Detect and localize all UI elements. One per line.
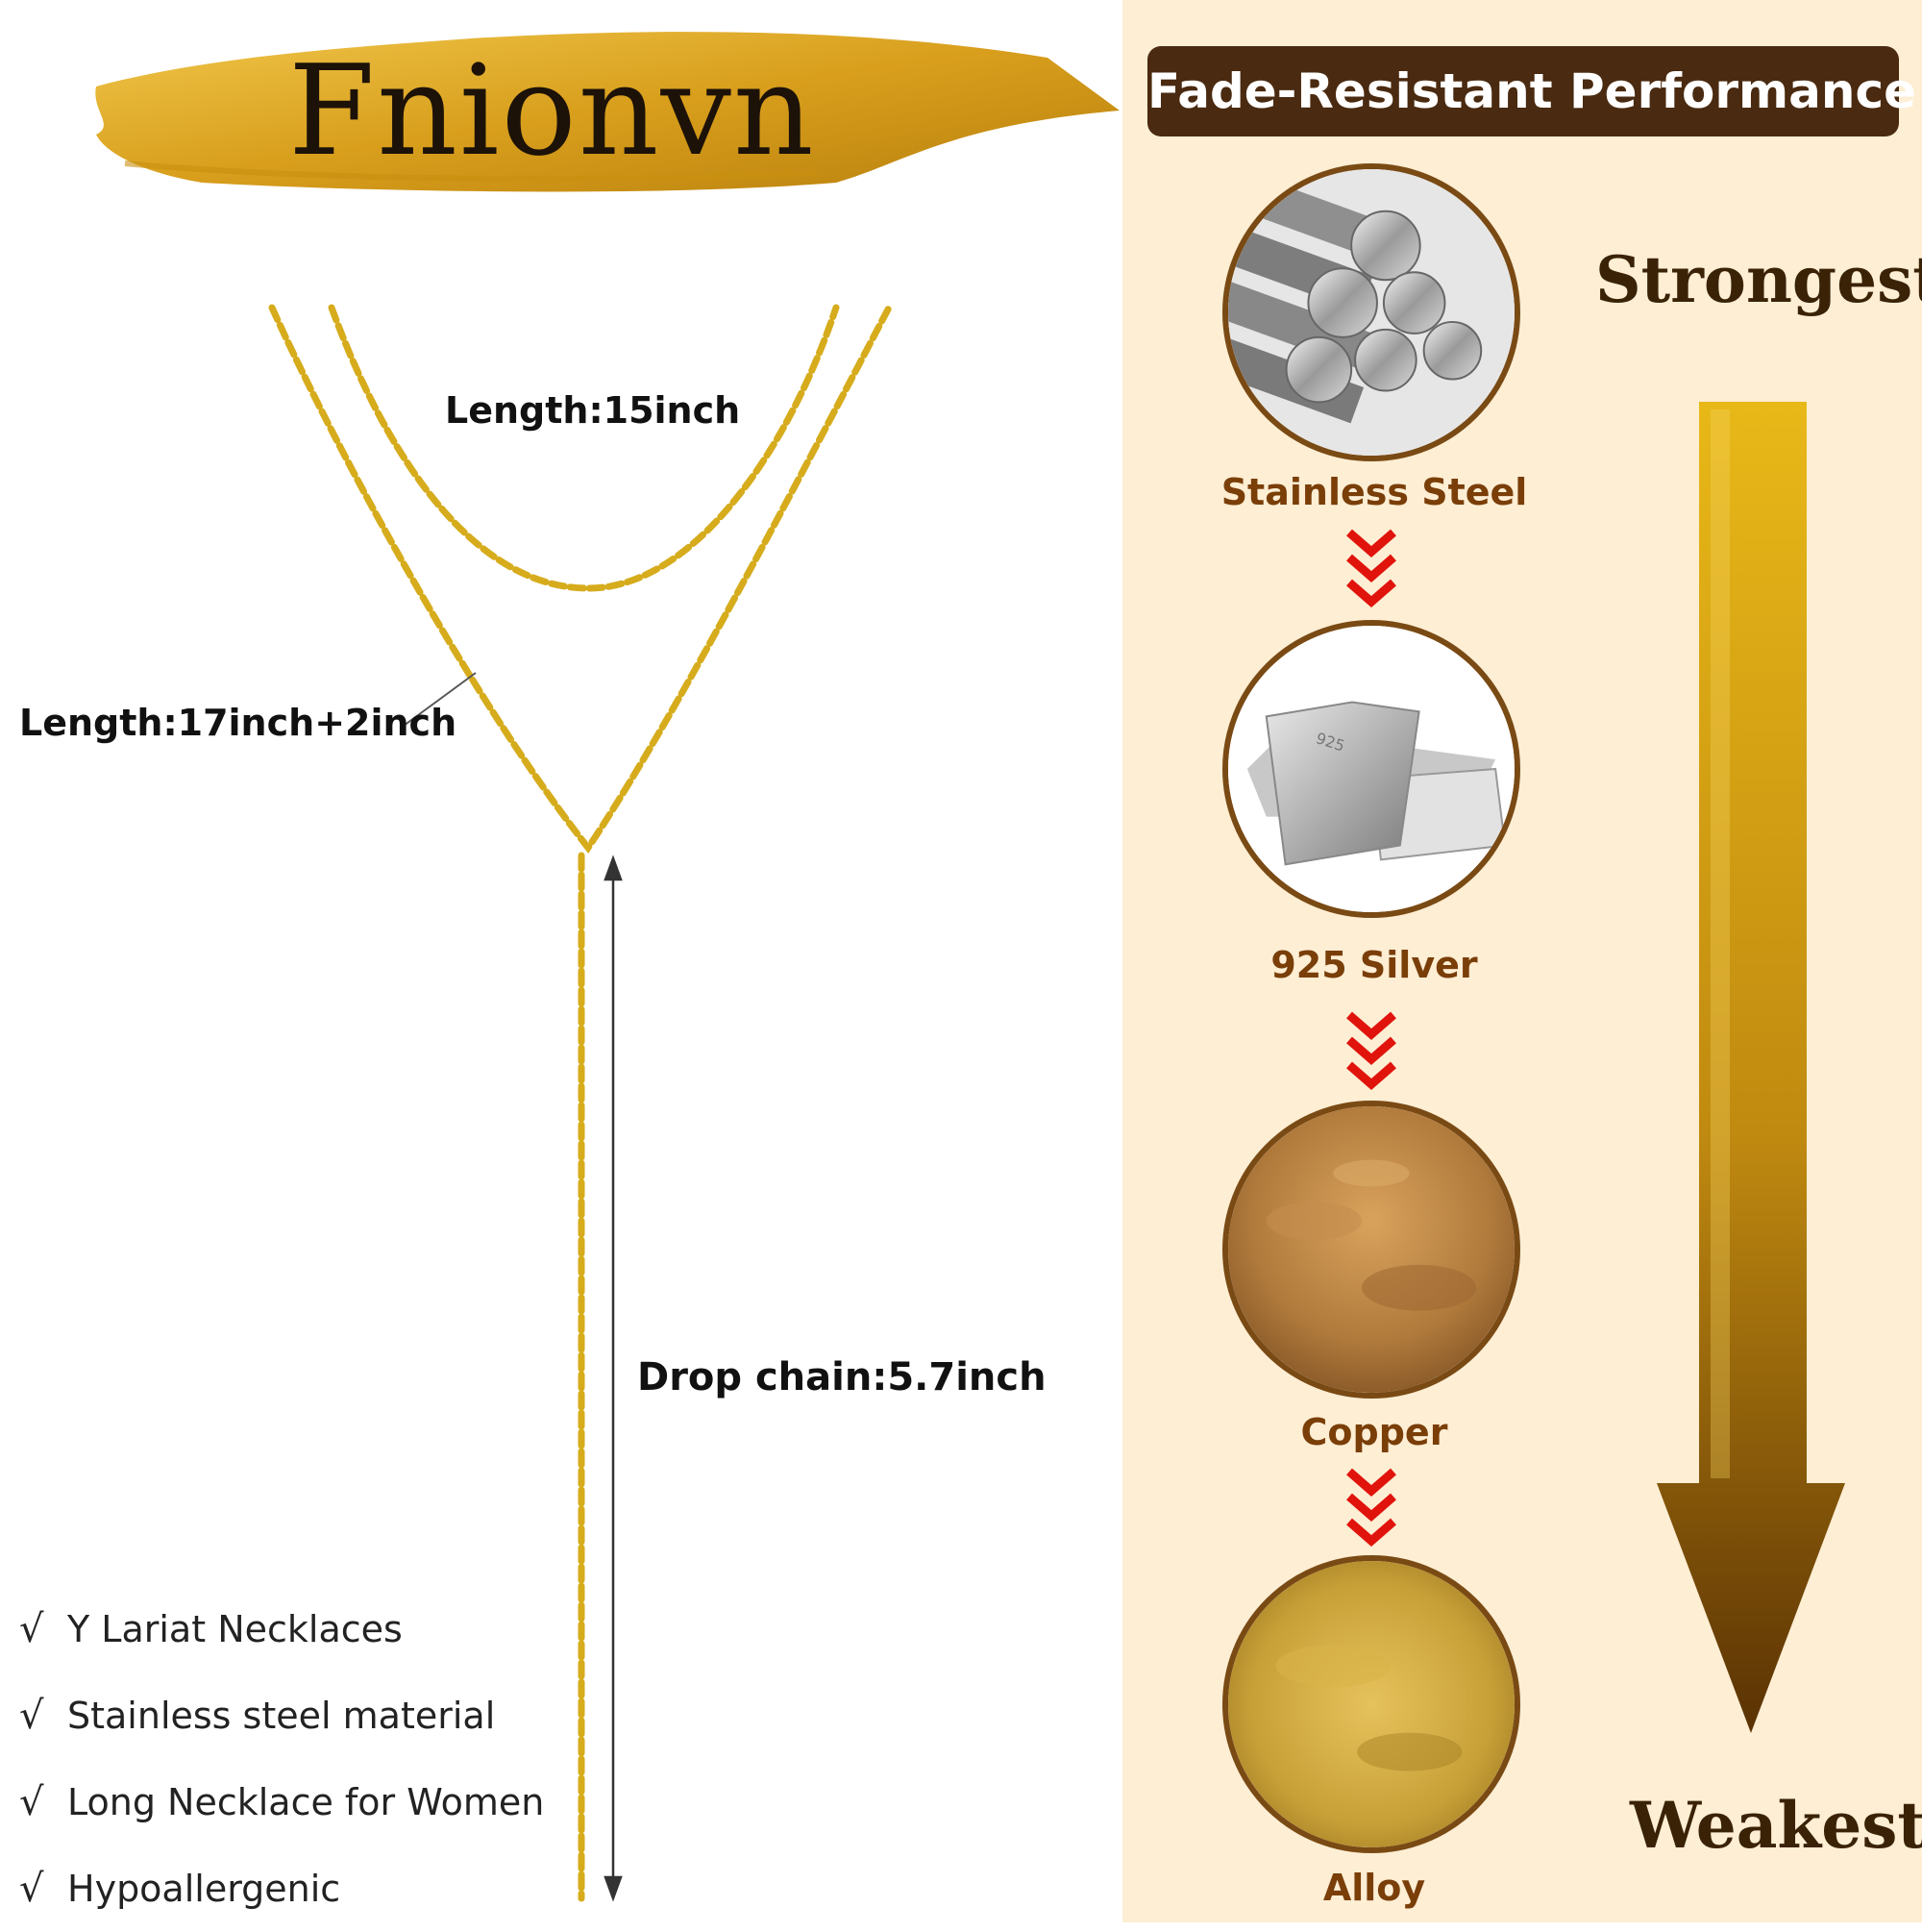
copper-image (1222, 1101, 1520, 1399)
drop-chain-length-label: Drop chain:5.7inch (637, 1355, 1047, 1399)
feature-item: √ Long Necklace for Women (19, 1759, 615, 1845)
strongest-label: Strongest (1595, 242, 1922, 317)
alloy-image (1222, 1555, 1520, 1853)
check-mark-icon: √ (19, 1867, 44, 1911)
feature-text: Long Necklace for Women (67, 1781, 545, 1823)
long-chain-leader-line (403, 672, 477, 727)
feature-text: Stainless steel material (67, 1695, 496, 1737)
steel-rods-icon (1228, 169, 1515, 456)
material-label-copper: Copper (1300, 1411, 1448, 1453)
material-label-stainless-steel: Stainless Steel (1220, 471, 1528, 513)
long-chain (268, 304, 893, 854)
down-chevrons-icon (1346, 1468, 1396, 1547)
material-label-alloy: Alloy (1322, 1867, 1426, 1909)
performance-title: Fade-Resistant Performance (1147, 46, 1916, 136)
check-mark-icon: √ (19, 1780, 44, 1824)
feature-item: √ Hypoallergenic (19, 1845, 615, 1932)
strength-arrow-icon (1657, 402, 1845, 1733)
feature-list: √ Y Lariat Necklaces √ Stainless steel m… (19, 1586, 615, 1932)
copper-texture-icon (1228, 1106, 1515, 1393)
gold-brush-stroke (95, 32, 1121, 192)
down-chevrons-icon (1346, 1011, 1396, 1090)
brand-logo: Fnionvn (288, 37, 816, 184)
silver-bars-icon: 925 (1228, 626, 1515, 912)
feature-text: Hypoallergenic (67, 1868, 341, 1910)
feature-item: √ Stainless steel material (19, 1672, 615, 1759)
silver-image: 925 (1222, 620, 1520, 918)
short-chain-length-label: Length:15inch (445, 389, 741, 432)
alloy-texture-icon (1228, 1561, 1515, 1847)
necklace-illustration (268, 304, 893, 1902)
feature-text: Y Lariat Necklaces (67, 1608, 403, 1650)
material-label-925-silver: 925 Silver (1270, 944, 1478, 986)
check-mark-icon: √ (19, 1694, 44, 1738)
short-chain (328, 304, 840, 592)
stainless-steel-image (1222, 163, 1520, 461)
down-chevrons-icon (1346, 529, 1396, 607)
feature-item: √ Y Lariat Necklaces (19, 1586, 615, 1672)
product-dimensions-panel (0, 0, 1122, 1922)
check-mark-icon: √ (19, 1607, 44, 1651)
weakest-label: Weakest (1630, 1788, 1922, 1863)
drop-chain-dimension-arrow (604, 855, 623, 1902)
long-chain-length-label: Length:17inch+2inch (19, 702, 457, 744)
